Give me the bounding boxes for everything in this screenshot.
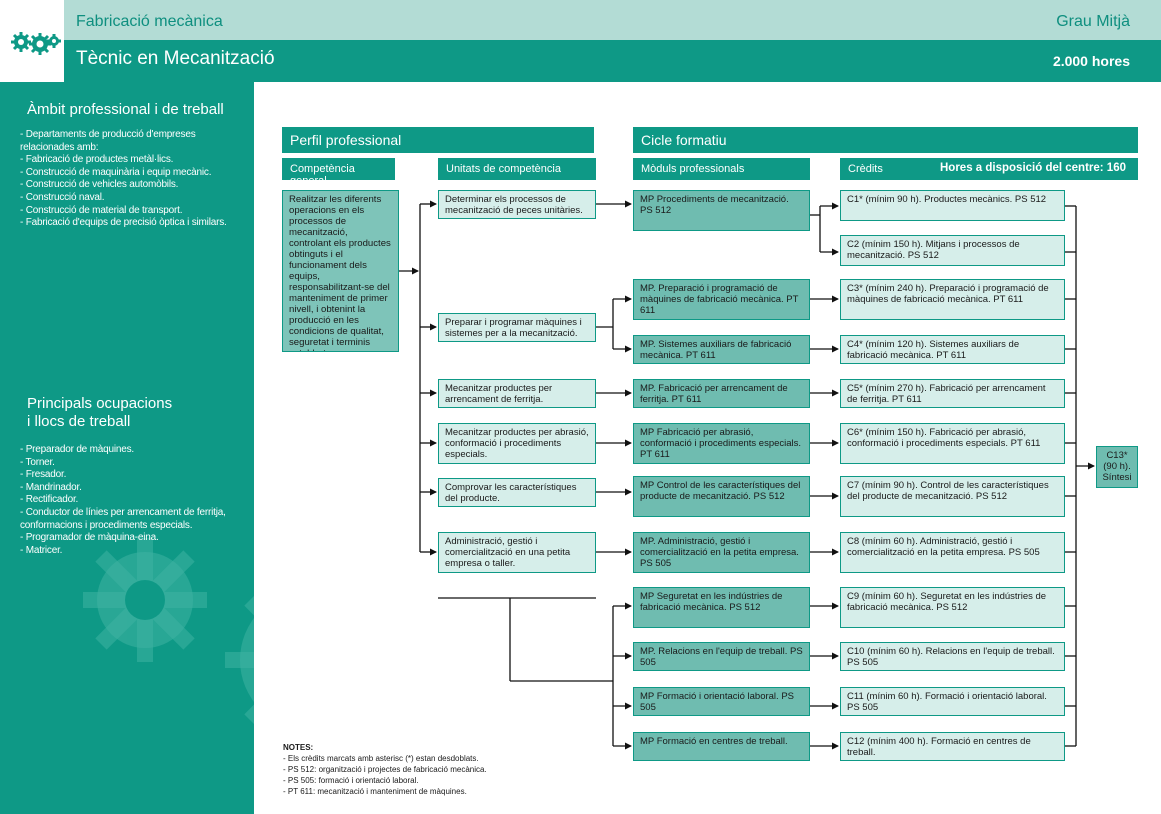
credits-label: Crèdits: [848, 163, 883, 175]
ambit-title: Àmbit professional i de treball: [27, 101, 224, 119]
unitat-box: Mecanitzar productes per arrencament de …: [438, 379, 596, 408]
list-item: - Construcció de vehicles automòbils.: [20, 179, 248, 192]
unitat-box: Mecanitzar productes per abrasió, confor…: [438, 423, 596, 464]
credit-box: C6* (mínim 150 h). Fabricació per abrasi…: [840, 423, 1065, 464]
modul-box: MP. Sistemes auxiliars de fabricació mec…: [633, 335, 810, 364]
credit-box: C8 (mínim 60 h). Administració, gestió i…: [840, 532, 1065, 573]
list-item: - Departaments de producció d'empreses r…: [20, 129, 248, 154]
list-item: - Construcció de material de transport.: [20, 205, 248, 218]
modul-box: MP. Administració, gestió i comercialitz…: [633, 532, 810, 573]
list-item: - Construcció naval.: [20, 192, 248, 205]
modul-box: MP. Fabricació per arrencament de ferrit…: [633, 379, 810, 408]
gears-logo-icon: [0, 0, 64, 82]
modul-box: MP Seguretat en les indústries de fabric…: [633, 587, 810, 628]
note-item: - Els crèdits marcats amb asterisc (*) e…: [283, 753, 487, 764]
credit-box: C12 (mínim 400 h). Formació en centres d…: [840, 732, 1065, 761]
perfil-professional-header: Perfil professional: [282, 127, 594, 153]
unitat-box: Administració, gestió i comercialització…: [438, 532, 596, 573]
notes-title: NOTES:: [283, 742, 487, 753]
list-item: - Fresador.: [20, 469, 248, 482]
list-item: - Construcció de maquinària i equip mecà…: [20, 167, 248, 180]
credit-box: C9 (mínim 60 h). Seguretat en les indúst…: [840, 587, 1065, 628]
ocupacions-list: - Preparador de màquines. - Torner. - Fr…: [20, 444, 248, 557]
credit-box: C7 (mínim 90 h). Control de les caracter…: [840, 476, 1065, 517]
list-item: - Fabricació de productes metàl·lics.: [20, 154, 248, 167]
credits-header: Crèdits Hores a disposició del centre: 1…: [840, 158, 1138, 180]
hours-center-label: Hores a disposició del centre: 160: [940, 162, 1126, 174]
ocupacions-title-1: Principals ocupacions: [27, 395, 172, 413]
professional-family: Fabricació mecànica: [76, 13, 223, 31]
modul-box: MP. Relacions en l'equip de treball. PS …: [633, 642, 810, 671]
modul-box: MP. Preparació i programació de màquines…: [633, 279, 810, 320]
modul-box: MP Procediments de mecanització. PS 512: [633, 190, 810, 231]
modul-box: MP Control de les característiques del p…: [633, 476, 810, 517]
moduls-professionals-label: Mòduls professionals: [633, 158, 810, 180]
list-item: - Mandrinador.: [20, 482, 248, 495]
ambit-list: - Departaments de producció d'empreses r…: [20, 129, 248, 230]
note-item: - PS 505: formació i orientació laboral.: [283, 775, 487, 786]
note-item: - PT 611: mecanització i manteniment de …: [283, 786, 487, 797]
list-item: - Matricer.: [20, 545, 248, 558]
unitat-box: Comprovar les característiques del produ…: [438, 478, 596, 507]
logo-area: [0, 0, 64, 82]
final-credit-box: C13* (90 h). Síntesi: [1096, 446, 1138, 488]
credit-box: C5* (mínim 270 h). Fabricació per arrenc…: [840, 379, 1065, 408]
list-item: - Fabricació d'equips de precisió òptica…: [20, 217, 248, 230]
modul-box: MP Formació i orientació laboral. PS 505: [633, 687, 810, 716]
unitats-competencia-label: Unitats de competència: [438, 158, 596, 180]
sidebar: Àmbit professional i de treball - Depart…: [0, 82, 254, 814]
list-item: - Programador de màquina-eina.: [20, 532, 248, 545]
ocupacions-title-2: i llocs de treball: [27, 413, 130, 431]
competencia-general-box: Realitzar les diferents operacions en el…: [282, 190, 399, 352]
grade-level: Grau Mitjà: [1056, 13, 1130, 31]
credit-box: C3* (mínim 240 h). Preparació i programa…: [840, 279, 1065, 320]
total-hours: 2.000 hores: [1053, 53, 1130, 69]
note-item: - PS 512: organització i projectes de fa…: [283, 764, 487, 775]
list-item: - Preparador de màquines.: [20, 444, 248, 457]
credit-box: C2 (mínim 150 h). Mitjans i processos de…: [840, 235, 1065, 266]
unitat-box: Determinar els processos de mecanització…: [438, 190, 596, 219]
notes: NOTES: - Els crèdits marcats amb asteris…: [283, 742, 487, 797]
modul-box: MP Formació en centres de treball.: [633, 732, 810, 761]
list-item: - Torner.: [20, 457, 248, 470]
credit-box: C10 (mínim 60 h). Relacions en l'equip d…: [840, 642, 1065, 671]
unitat-box: Preparar i programar màquines i sistemes…: [438, 313, 596, 342]
list-item: - Conductor de línies per arrencament de…: [20, 507, 248, 532]
modul-box: MP Fabricació per abrasió, conformació i…: [633, 423, 810, 464]
competencia-general-label: Competència general: [282, 158, 395, 180]
credit-box: C1* (mínim 90 h). Productes mecànics. PS…: [840, 190, 1065, 221]
credit-box: C4* (mínim 120 h). Sistemes auxiliars de…: [840, 335, 1065, 364]
credit-box: C11 (mínim 60 h). Formació i orientació …: [840, 687, 1065, 716]
page-title: Tècnic en Mecanització: [76, 48, 275, 70]
cicle-formatiu-header: Cicle formatiu: [633, 127, 1138, 153]
list-item: - Rectificador.: [20, 494, 248, 507]
